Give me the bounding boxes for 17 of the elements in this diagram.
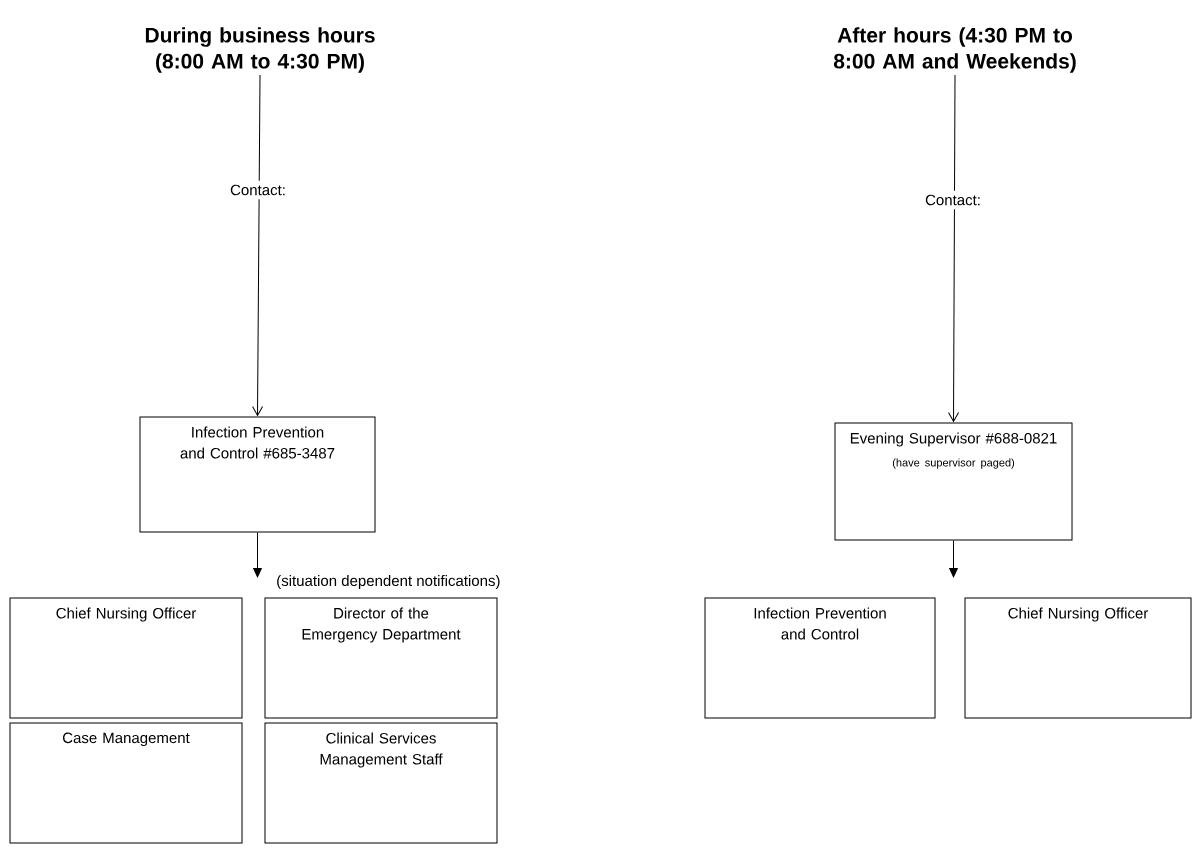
heading: During business hours (8:00 AM to 4:30 PM) (145, 27, 375, 73)
heading: After hours (4:30 PM to 8:00 AM and Weekends) (833, 27, 1076, 73)
arrow (949, 540, 958, 578)
arrow (253, 532, 262, 578)
edge-label: Contact: (921, 190, 985, 210)
arrow (252, 74, 264, 416)
role-box: Director of the Emergency Department (264, 597, 498, 719)
arrow (948, 74, 960, 422)
edge-label: (situation dependent notifications) (277, 575, 500, 589)
role-box: Clinical Services Management Staff (264, 722, 498, 844)
role-box: Chief Nursing Officer (964, 597, 1192, 719)
role-box: Infection Prevention and Control #685-3487 (139, 416, 376, 533)
role-box: Case Management (9, 722, 243, 844)
role-box: Chief Nursing Officer (9, 597, 243, 719)
role-box: Infection Prevention and Control (704, 597, 936, 719)
edge-label: Contact: (226, 180, 290, 200)
role-box: Evening Supervisor #688-0821 (have supervisor paged) (834, 422, 1073, 541)
